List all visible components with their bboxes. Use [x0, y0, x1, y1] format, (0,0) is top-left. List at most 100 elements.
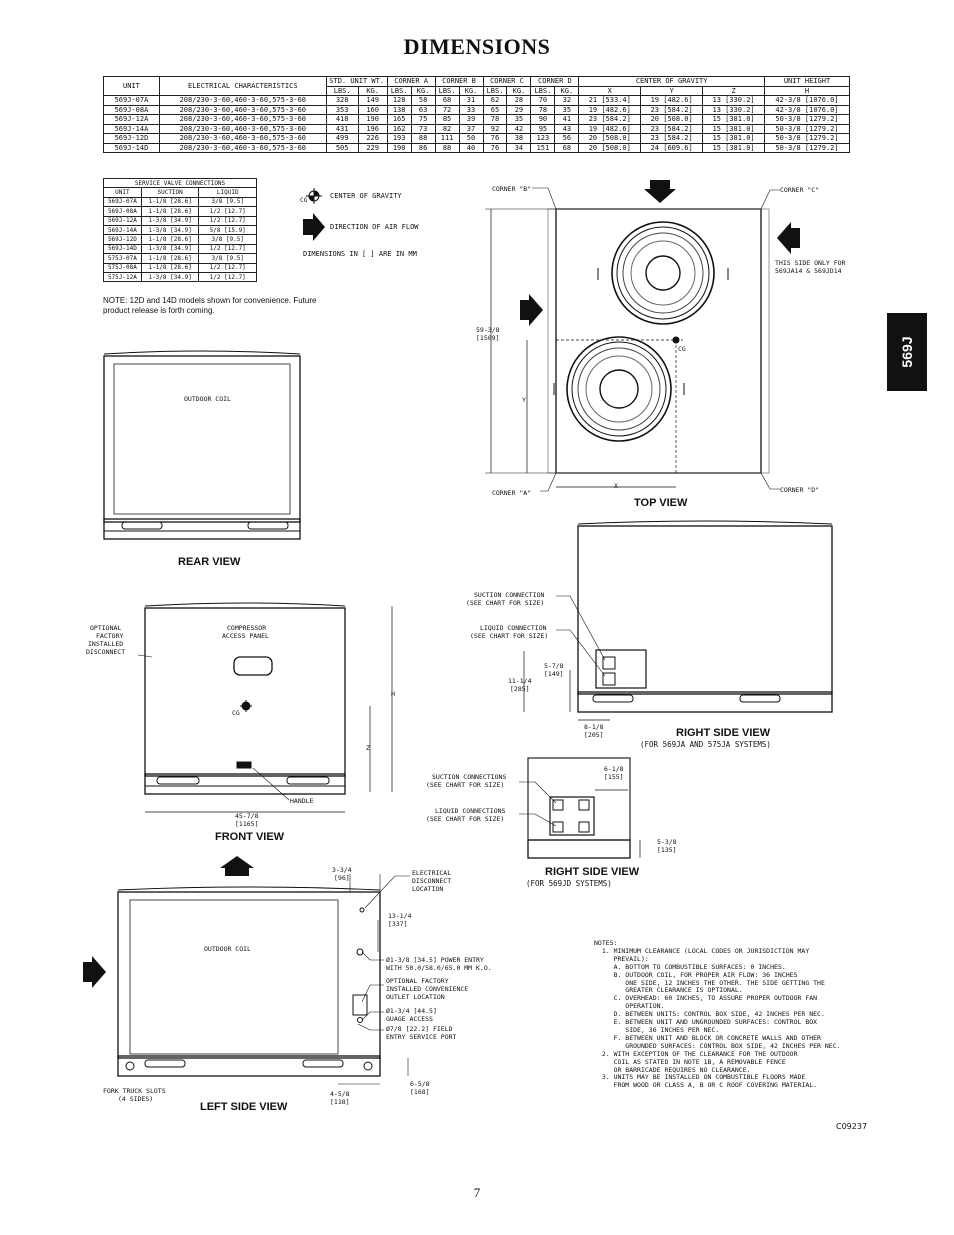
- compressor-panel-line1: COMPRESSOR: [227, 624, 267, 632]
- corner-d-label: CORNER "D": [780, 486, 820, 494]
- note-line: A. BOTTOM TO COMBUSTIBLE SURFACES: 0 INC…: [594, 962, 786, 971]
- liquid-connection-note: (SEE CHART FOR SIZE): [470, 632, 549, 640]
- legend-dimensions-mm: DIMENSIONS IN [ ] ARE IN MM: [303, 250, 417, 258]
- front-h-label: H: [391, 690, 395, 698]
- note-line: B. OUTDOOR COIL, FOR PROPER AIR FLOW: 36…: [594, 970, 798, 979]
- convenience-outlet-line2: INSTALLED CONVENIENCE: [386, 985, 469, 993]
- note-line: E. BETWEEN UNIT AND UNGROUNDED SURFACES:…: [594, 1018, 818, 1027]
- compressor-panel-line2: ACCESS PANEL: [222, 632, 269, 640]
- table-cell: 1/2 [12.7]: [198, 271, 257, 283]
- dim-45-label: 45-7/8: [235, 812, 259, 820]
- gauge-access-line2: GUAGE ACCESS: [386, 1015, 433, 1023]
- table-cell: 575J-12A: [103, 271, 142, 283]
- dim-6-5-8-mm-label: [168]: [410, 1088, 430, 1096]
- note-line: 1. MINIMUM CLEARANCE (LOCAL CODES OR JUR…: [594, 946, 810, 955]
- header-unit: UNIT: [103, 76, 160, 96]
- liquid-connections-note: (SEE CHART FOR SIZE): [426, 815, 505, 823]
- table-cell: 229: [357, 142, 388, 153]
- top-view-title: TOP VIEW: [634, 497, 688, 509]
- note-line: COIL AS STATED IN NOTE 1B, A REMOVABLE F…: [594, 1057, 786, 1066]
- dim-5-7-8-mm-label: [149]: [544, 670, 564, 678]
- dim-13-label: 13-1/4: [388, 912, 412, 920]
- legend-air-flow: DIRECTION OF AIR FLOW: [330, 223, 419, 231]
- left-side-view-title: LEFT SIDE VIEW: [200, 1101, 288, 1113]
- left-side-leaders: [338, 874, 410, 1085]
- this-side-note-line1: THIS SIDE ONLY FOR: [775, 259, 846, 267]
- note-line: F. BETWEEN UNIT AND BLOCK OR CONCRETE WA…: [594, 1033, 821, 1042]
- field-entry-line1: Ø7/8 [22.2] FIELD: [386, 1025, 453, 1033]
- page-title: DIMENSIONS: [403, 34, 551, 59]
- handle-label: HANDLE: [290, 797, 314, 805]
- table-cell: 151: [530, 142, 556, 153]
- note-line: D. BETWEEN UNITS: CONTROL BOX SIDE, 42 I…: [594, 1010, 825, 1019]
- note-line: OPERATION.: [594, 1002, 665, 1011]
- power-entry-line1: Ø1-3/8 [34.5] POWER ENTRY: [386, 956, 484, 964]
- dim-59-label: 59-3/8: [476, 326, 500, 334]
- note-line: GREATER CLEARANCE IS OPTIONAL.: [594, 986, 743, 995]
- top-x-label: X: [614, 482, 618, 490]
- right-side-view-drawing: [523, 520, 833, 721]
- legend-cg-symbol-label: CG: [300, 197, 308, 204]
- note-line: C. OVERHEAD: 60 INCHES, TO ASSURE PROPER…: [594, 994, 818, 1003]
- top-y-label: Y: [522, 396, 526, 404]
- section-tab: 569J: [887, 313, 927, 391]
- front-disconnect-line3: INSTALLED: [88, 640, 124, 648]
- note-line: OR BARRICADE REQUIRES NO CLEARANCE.: [594, 1065, 751, 1074]
- note-line: SIDE, 36 INCHES PER NEC.: [594, 1025, 720, 1034]
- dim-3-label: 3-3/4: [332, 866, 352, 874]
- right-side-view-569jd-drawing: [519, 757, 641, 859]
- right-side-view-569jd-subtitle: (FOR 569JD SYSTEMS): [526, 879, 612, 888]
- dim-5-3-8-mm-label: [135]: [657, 846, 677, 854]
- front-disconnect-line1: OPTIONAL: [90, 624, 122, 632]
- right-side-view-title: RIGHT SIDE VIEW: [676, 727, 771, 739]
- dim-11-label: 11-1/4: [508, 677, 532, 685]
- electrical-disconnect-line2: DISCONNECT: [412, 877, 452, 885]
- table-cell: 88: [434, 142, 460, 153]
- table-cell: 76: [482, 142, 508, 153]
- note-line: NOTES:: [594, 939, 618, 947]
- suction-connections-note: (SEE CHART FOR SIZE): [426, 781, 505, 789]
- liquid-connection-label: LIQUID CONNECTION: [480, 624, 547, 632]
- dim-59-mm-label: [1509]: [476, 334, 500, 342]
- front-disconnect-line4: DISCONNECT: [86, 648, 126, 656]
- right-side-view-569jd-title: RIGHT SIDE VIEW: [545, 866, 640, 878]
- liquid-connections-label: LIQUID CONNECTIONS: [435, 807, 506, 815]
- top-cg-label: CG: [678, 345, 686, 353]
- power-entry-line2: WITH 50.0/58.0/65.0 MM K.O.: [386, 964, 492, 972]
- corner-a-label: CORNER "A": [492, 489, 532, 497]
- rear-view-drawing: [103, 350, 301, 540]
- rear-outdoor-coil-label: OUTDOOR COIL: [184, 395, 231, 403]
- fork-truck-line2: (4 SIDES): [118, 1095, 154, 1103]
- top-view-drawing: [485, 180, 800, 492]
- table-cell: 1-3/8 [34.9]: [140, 271, 200, 283]
- unit-dimensions-table: UNIT ELECTRICAL CHARACTERISTICS STD. UNI…: [103, 76, 850, 153]
- note-line: 2. WITH EXCEPTION OF THE CLEARANCE FOR T…: [594, 1049, 798, 1058]
- dim-5-3-8-label: 5-3/8: [657, 838, 677, 846]
- table-cell: 50-3/8 [1279.2]: [764, 142, 850, 153]
- dim-3-mm-label: [96]: [334, 874, 350, 882]
- gauge-access-line1: Ø1-3/4 [44.5]: [386, 1007, 437, 1015]
- front-z-label: Z: [366, 744, 370, 752]
- dim-4-mm-label: [118]: [330, 1098, 350, 1106]
- right-side-view-subtitle: (FOR 569JA AND 575JA SYSTEMS): [640, 740, 771, 749]
- air-flow-arrow-icon: [303, 213, 325, 241]
- note-line: PREVAIL):: [594, 954, 649, 963]
- table-cell: 505: [325, 142, 359, 153]
- corner-c-label: CORNER "C": [780, 186, 820, 194]
- front-cg-label: CG: [232, 709, 240, 717]
- suction-connection-note: (SEE CHART FOR SIZE): [466, 599, 545, 607]
- dim-5-7-8-label: 5-7/8: [544, 662, 564, 670]
- electrical-disconnect-line3: LOCATION: [412, 885, 444, 893]
- front-disconnect-line2: FACTORY: [96, 632, 124, 640]
- rear-view-title: REAR VIEW: [178, 556, 241, 568]
- fork-truck-line1: FORK TRUCK SLOTS: [103, 1087, 166, 1095]
- service-valve-table: SERVICE VALVE CONNECTIONS UNIT SUCTION L…: [103, 177, 257, 283]
- note-line: 3. UNITS MAY BE INSTALLED ON COMBUSTIBLE…: [594, 1073, 806, 1082]
- field-entry-line2: ENTRY SERVICE PORT: [386, 1033, 457, 1041]
- dim-11-mm-label: [285]: [510, 685, 530, 693]
